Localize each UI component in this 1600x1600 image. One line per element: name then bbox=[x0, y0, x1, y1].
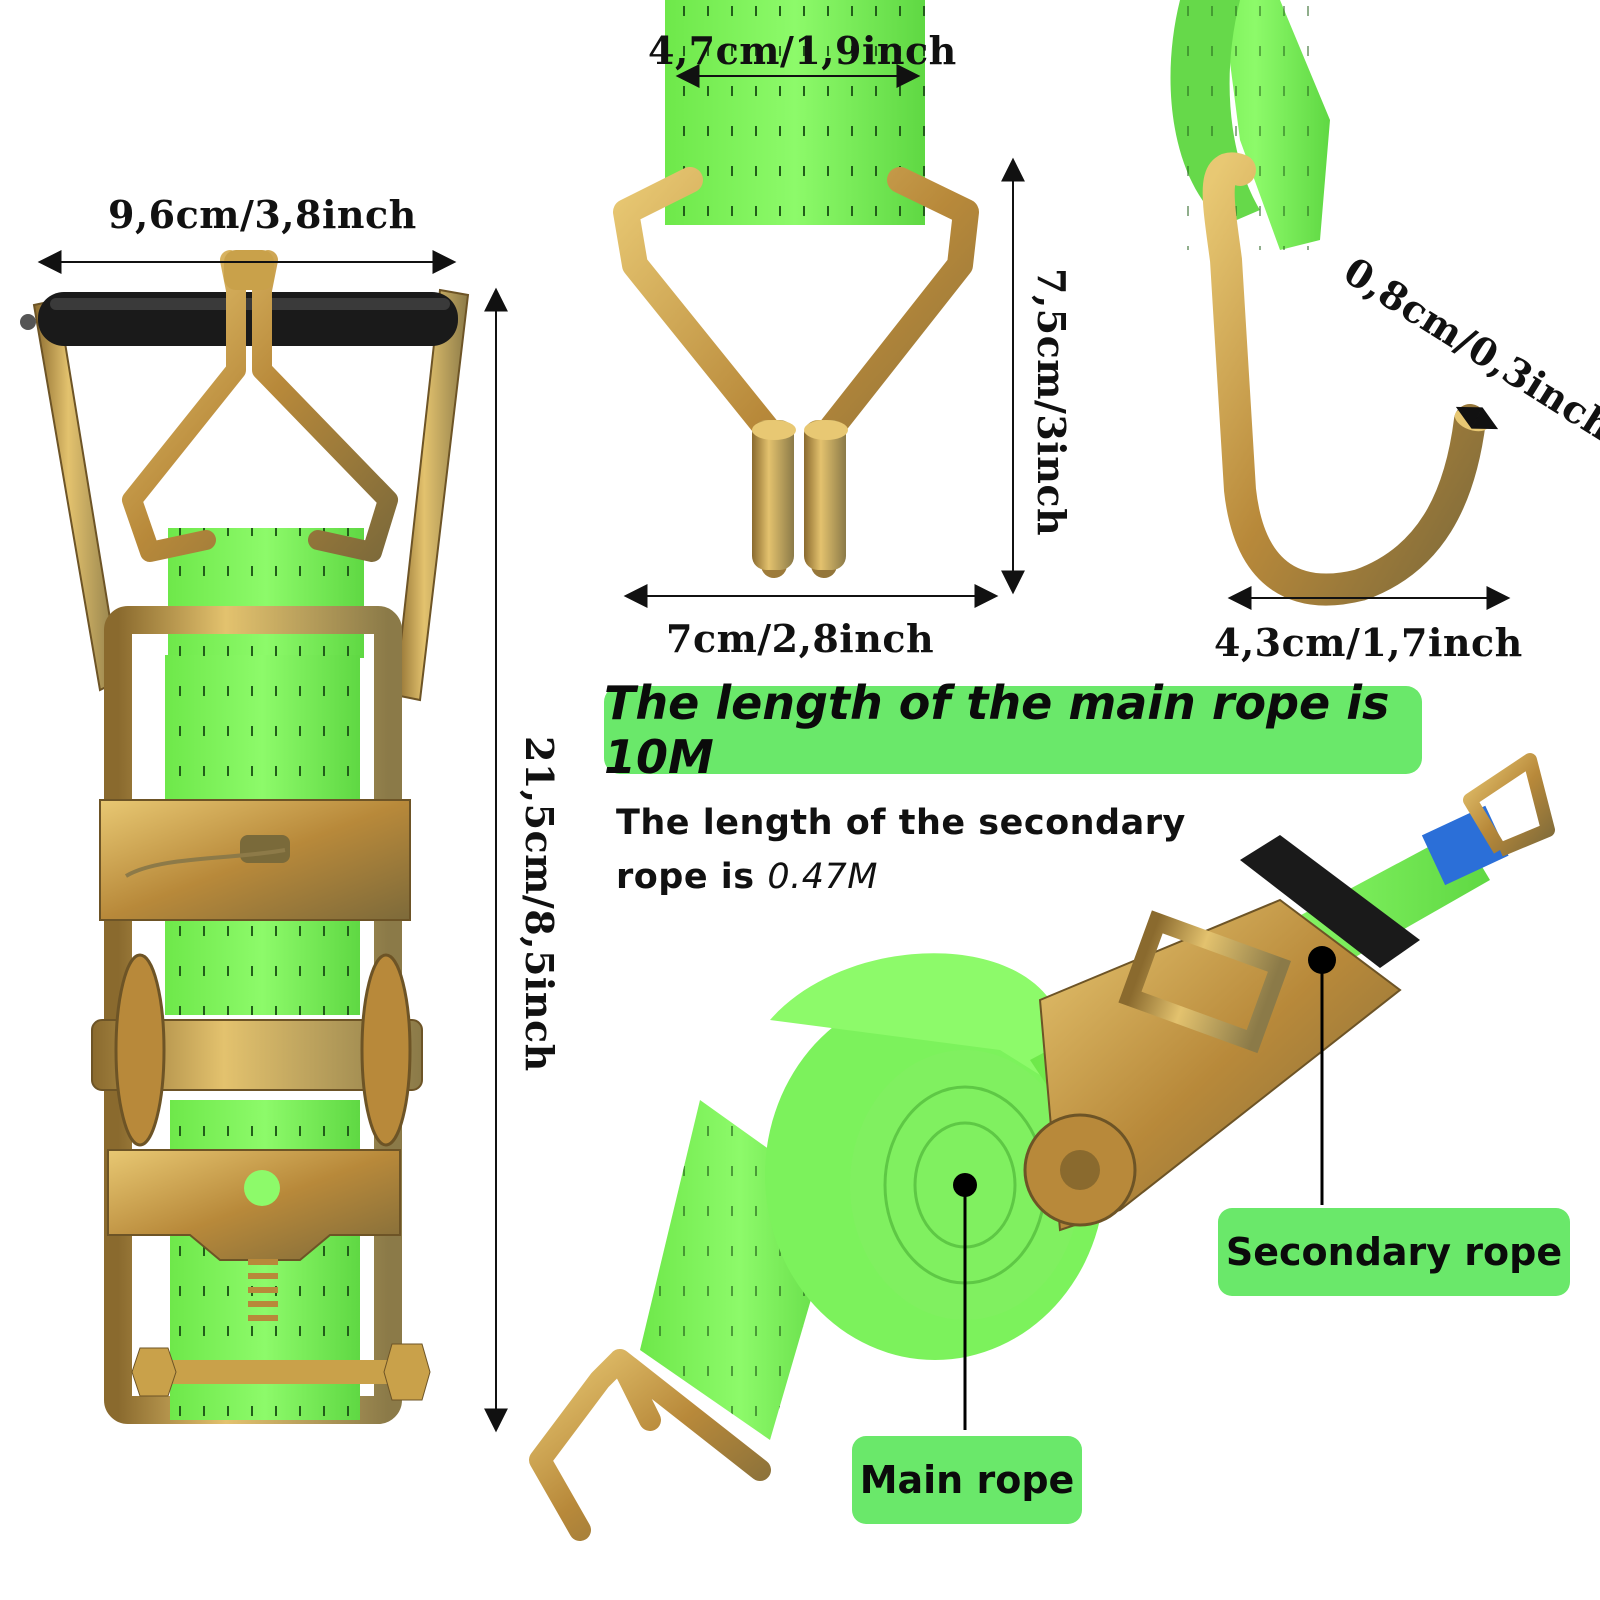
gear-right bbox=[360, 953, 412, 1147]
ratchet-height-label: 21,5cm/8,5inch bbox=[517, 736, 562, 1072]
strap-width-label: 4,7cm/1,9inch bbox=[648, 28, 957, 73]
lock-plate bbox=[107, 1149, 401, 1261]
rolled-end-hook bbox=[1463, 753, 1555, 857]
secondary-rope-value: 0.47M bbox=[767, 857, 878, 897]
jhook-thickness-arrow bbox=[1455, 406, 1499, 430]
ratchet-width-label: 9,6cm/3,8inch bbox=[108, 192, 417, 237]
secondary-rope-callout-label: Secondary rope bbox=[1225, 1230, 1563, 1274]
main-rope-callout-label: Main rope bbox=[859, 1458, 1075, 1502]
single-j-hook-view bbox=[1170, 0, 1490, 606]
rolled-black-handle bbox=[1240, 835, 1420, 968]
hook-height-label: 7,5cm/3inch bbox=[1029, 268, 1074, 537]
spool-axle bbox=[91, 1019, 423, 1091]
rolled-strap-view bbox=[529, 753, 1555, 1541]
main-rope-callout: Main rope bbox=[852, 1436, 1082, 1524]
hook-wire bbox=[613, 167, 979, 578]
main-rope-length-banner: The length of the main rope is 10M bbox=[604, 676, 1422, 784]
gear-left bbox=[114, 953, 166, 1147]
secondary-rope-length-text: The length of the secondary rope is 0.47… bbox=[616, 796, 1256, 904]
rolled-bottom-jhook bbox=[529, 1349, 771, 1541]
jhook-wire bbox=[1202, 152, 1486, 606]
jhook-width-label: 4,3cm/1,7inch bbox=[1214, 620, 1523, 665]
ratchet-front-view bbox=[20, 250, 470, 1424]
main-rope-length-text: The length of the main rope is 10M bbox=[604, 676, 1390, 784]
spring bbox=[248, 1259, 278, 1321]
handle-arm-right bbox=[393, 288, 470, 702]
bottom-bolt bbox=[140, 1360, 420, 1384]
secondary-rope-callout: Secondary rope bbox=[1218, 1208, 1570, 1296]
hook-width-label: 7cm/2,8inch bbox=[666, 616, 935, 661]
secondary-rope-prefix: The length of the secondary rope is bbox=[616, 803, 1186, 897]
double-j-hook-view bbox=[613, 0, 979, 578]
